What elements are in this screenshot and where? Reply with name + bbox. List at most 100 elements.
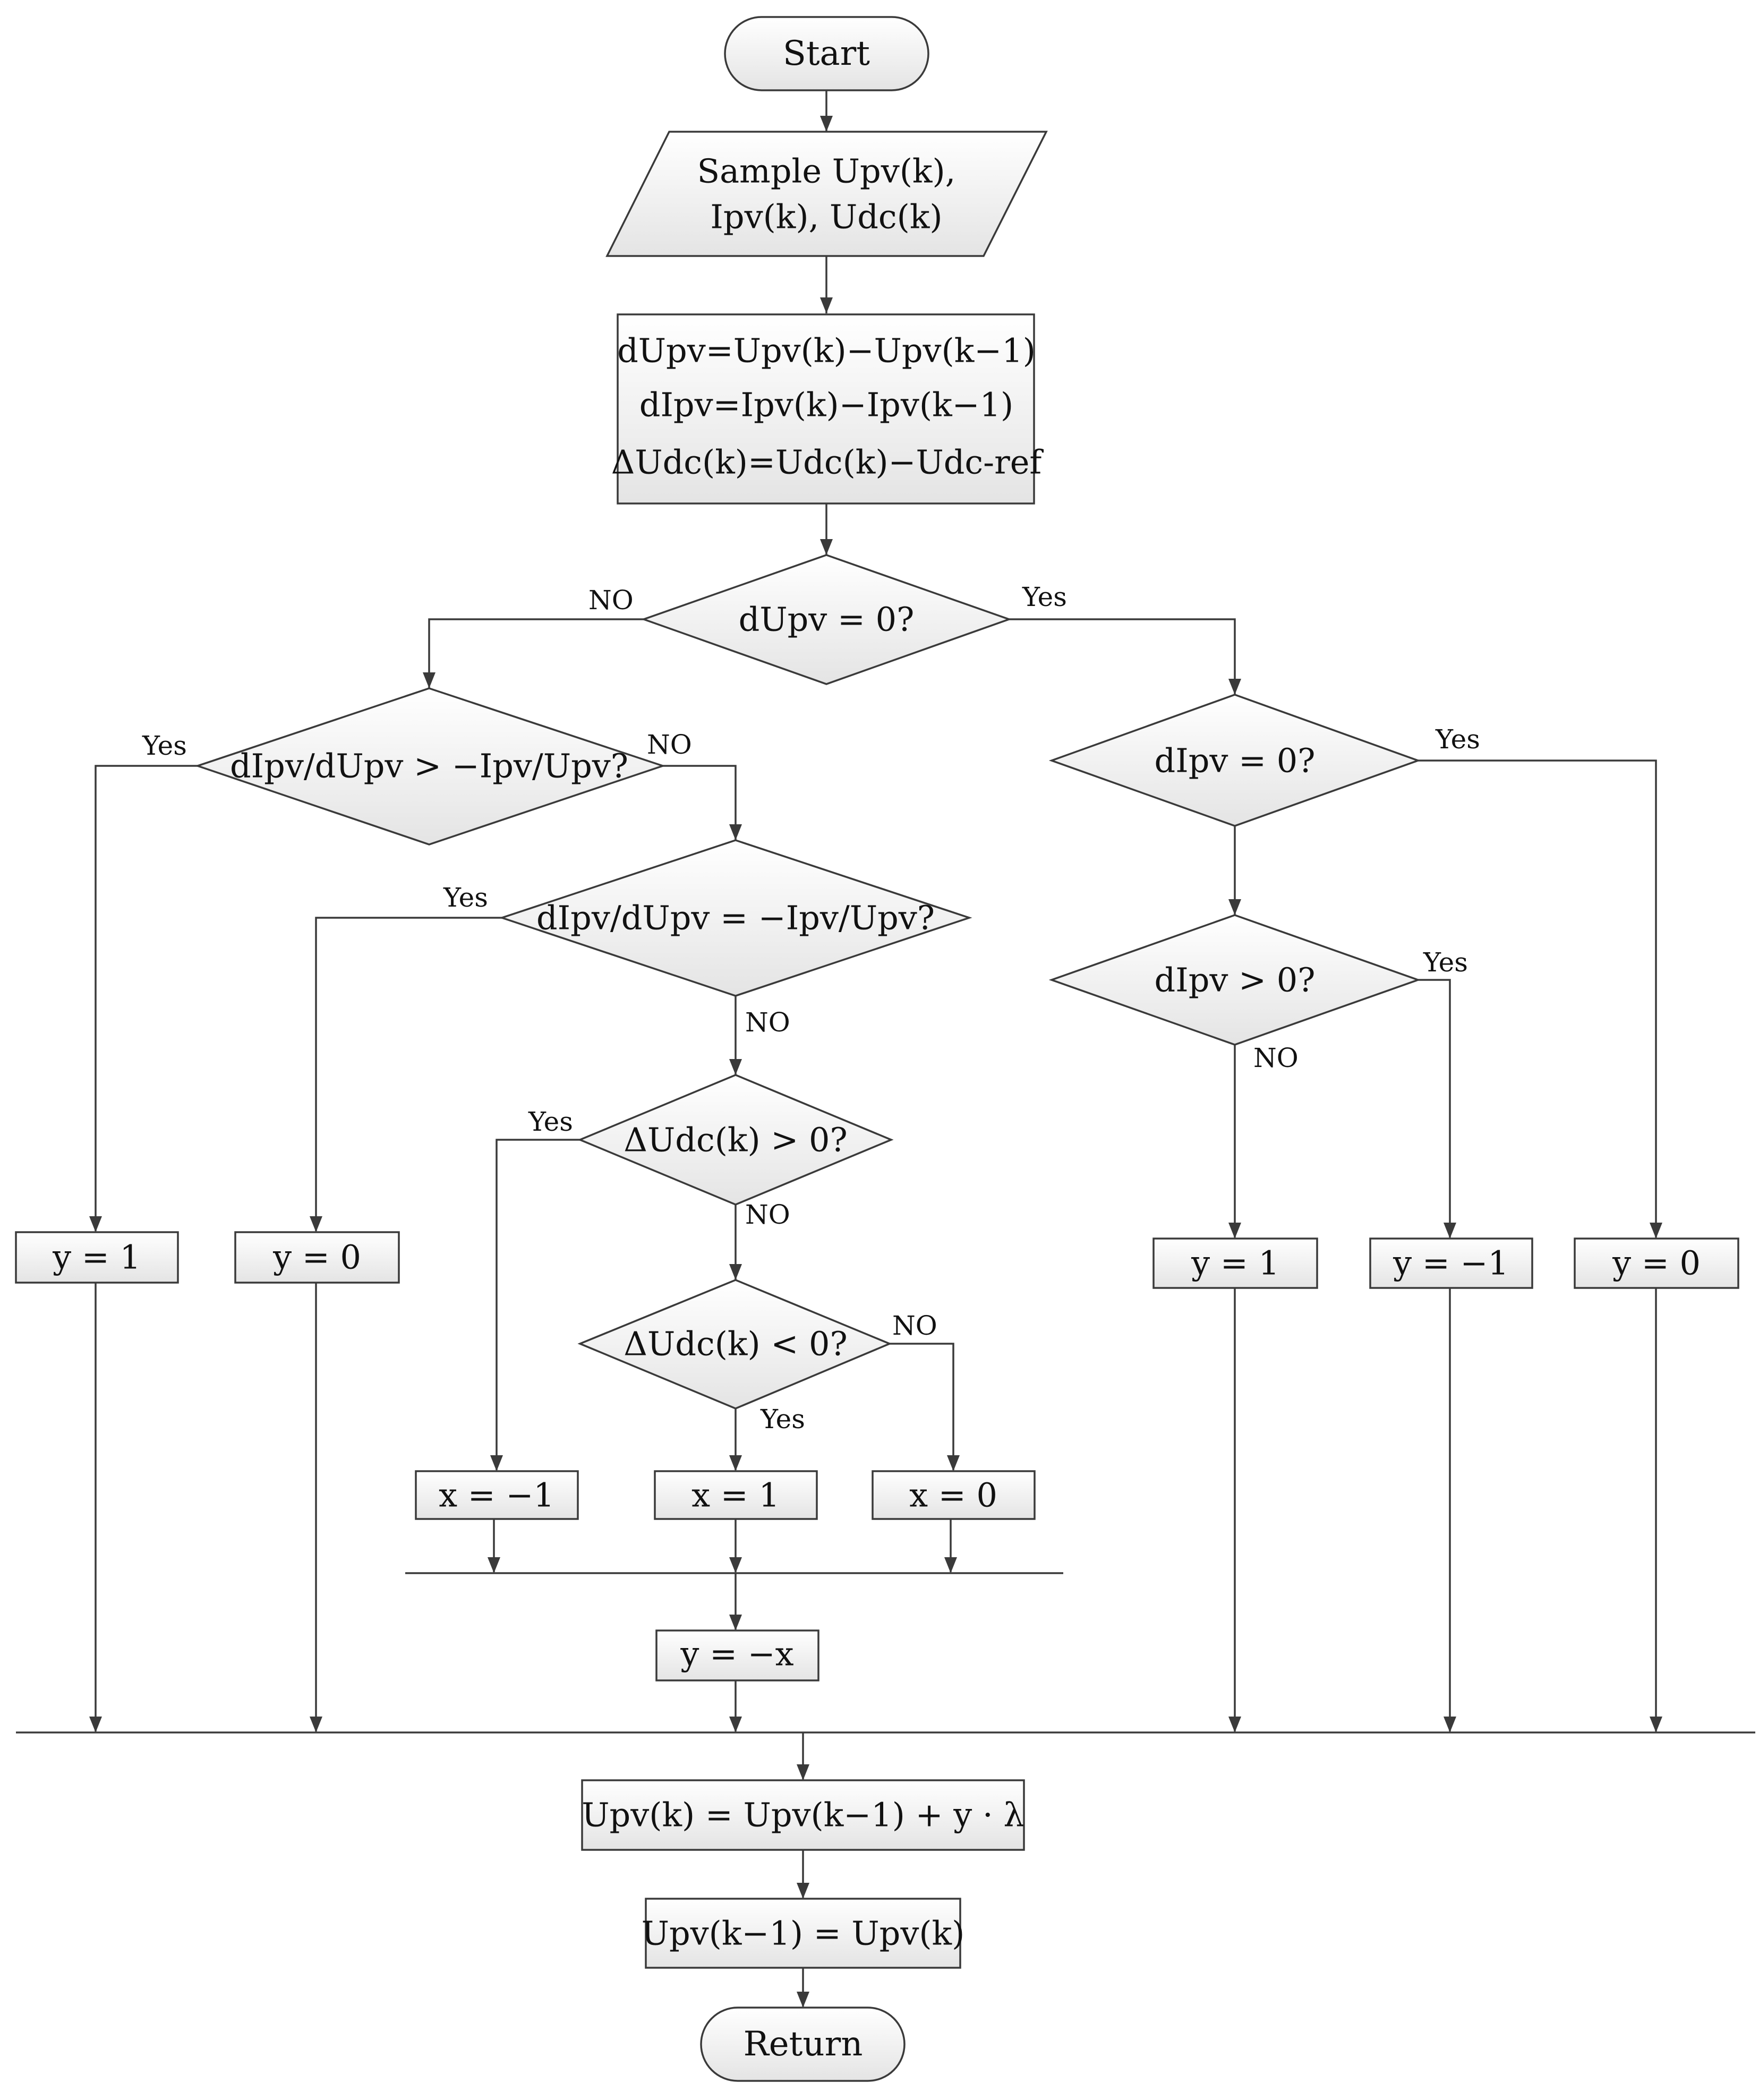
arrowhead <box>729 1557 742 1573</box>
arrowhead <box>729 1264 742 1280</box>
arrowhead <box>729 1615 742 1631</box>
arrowhead <box>1444 1717 1456 1732</box>
d5-no-label: NO <box>892 1310 937 1341</box>
return-label: Return <box>744 2025 863 2064</box>
d6-label: dIpv = 0? <box>1155 741 1316 780</box>
d4-yes-label: Yes <box>528 1106 573 1137</box>
d3-no-label: NO <box>745 1007 790 1038</box>
d1-yes-label: Yes <box>1022 582 1067 612</box>
compute-process <box>617 313 1035 505</box>
store-process <box>645 1898 961 1969</box>
y1-left-label: y = 1 <box>52 1238 141 1277</box>
arrowhead <box>820 539 833 555</box>
x-1-label: x = 1 <box>691 1476 780 1515</box>
arrowhead <box>797 1883 809 1899</box>
decision-d1 <box>641 554 1012 685</box>
d7-label: dIpv > 0? <box>1155 961 1316 1000</box>
arrowhead <box>490 1455 503 1471</box>
d1-label: dUpv = 0? <box>739 600 915 639</box>
sample-io-parallelogram <box>605 131 1048 257</box>
assign-y0-right <box>1574 1237 1739 1289</box>
compute-label-line3: ΔUdc(k)=Udc(k)−Udc-ref <box>611 443 1044 482</box>
d4-label: ΔUdc(k) > 0? <box>624 1121 847 1159</box>
arrowhead <box>1444 1223 1456 1239</box>
arrowhead <box>820 116 833 132</box>
arrowhead <box>89 1216 102 1232</box>
assign-x-neg1 <box>415 1470 579 1520</box>
d1-no-label: NO <box>588 585 634 616</box>
arrowhead <box>729 824 742 840</box>
edge-d1-yes <box>1009 618 1236 695</box>
d6-yes-label: Yes <box>1435 724 1480 755</box>
d2-no-label: NO <box>647 729 692 760</box>
d5-yes-label: Yes <box>760 1404 805 1435</box>
update-process <box>581 1779 1025 1851</box>
arrowhead <box>947 1455 960 1471</box>
store-label: Upv(k−1) = Upv(k) <box>642 1914 965 1953</box>
sample-label-line1: Sample Upv(k), <box>697 152 956 191</box>
d2-label: dIpv/dUpv > −Ipv/Upv? <box>230 747 628 786</box>
edge-d2-no <box>663 765 737 840</box>
yneg1-right-label: y = −1 <box>1393 1244 1509 1283</box>
decision-d2 <box>194 687 666 846</box>
d7-yes-label: Yes <box>1423 947 1468 978</box>
arrowhead <box>1228 899 1241 915</box>
arrowhead <box>1228 1717 1241 1732</box>
arrowhead <box>820 297 833 313</box>
return-terminator <box>700 2007 906 2082</box>
arrowhead <box>729 1455 742 1471</box>
d5-label: ΔUdc(k) < 0? <box>624 1325 847 1363</box>
d2-yes-label: Yes <box>142 730 187 761</box>
arrowhead <box>729 1717 742 1732</box>
decision-d3 <box>499 839 972 997</box>
nodes <box>15 16 1739 2082</box>
d3-label: dIpv/dUpv = −Ipv/Upv? <box>536 899 935 937</box>
arrowhead <box>1228 1223 1241 1239</box>
assign-x-0 <box>872 1470 1036 1520</box>
edge-d2-yes <box>95 765 198 1231</box>
arrowhead <box>89 1717 102 1732</box>
edge-d4-yes <box>496 1139 580 1470</box>
node-text: Start Sample Upv(k), Ipv(k), Udc(k) dUpv… <box>52 34 1701 2064</box>
arrowhead <box>1650 1223 1662 1239</box>
arrowhead <box>944 1557 957 1573</box>
compute-label-line2: dIpv=Ipv(k)−Ipv(k−1) <box>639 386 1014 424</box>
decision-d4 <box>577 1074 894 1206</box>
arrowhead <box>488 1557 500 1573</box>
arrowhead <box>310 1717 322 1732</box>
arrowhead <box>797 1992 809 2008</box>
connectors <box>16 90 1755 2007</box>
arrowhead <box>1650 1717 1662 1732</box>
update-label: Upv(k) = Upv(k−1) + y · λ <box>582 1796 1024 1834</box>
assign-x-1 <box>654 1470 818 1520</box>
start-label: Start <box>783 34 870 73</box>
assign-y0-left <box>234 1231 400 1284</box>
assign-yneg1-right <box>1369 1237 1533 1289</box>
decision-d7 <box>1048 914 1421 1046</box>
compute-label-line1: dUpv=Upv(k)−Upv(k−1) <box>617 331 1036 370</box>
x-neg1-label: x = −1 <box>439 1476 554 1515</box>
arrowhead <box>729 1059 742 1075</box>
edge-d7-yes <box>1418 979 1451 1237</box>
decision-d5 <box>577 1279 892 1410</box>
y0-left-label: y = 0 <box>272 1238 361 1277</box>
d7-no-label: NO <box>1253 1043 1299 1073</box>
d4-no-label: NO <box>745 1199 790 1230</box>
assign-y1-right <box>1152 1237 1318 1289</box>
y0-right-label: y = 0 <box>1612 1244 1701 1283</box>
edge-d3-yes <box>315 917 502 1231</box>
arrowheads <box>89 116 1662 2008</box>
edge-d6-yes <box>1418 759 1657 1237</box>
branch-labels: NO Yes Yes NO Yes NO Yes NO NO Yes Yes Y… <box>142 582 1480 1435</box>
d3-yes-label: Yes <box>443 882 488 913</box>
assign-y-negx <box>655 1629 819 1681</box>
arrowhead <box>797 1764 809 1780</box>
y-negx-label: y = −x <box>680 1635 793 1674</box>
y1-right-label: y = 1 <box>1191 1244 1279 1283</box>
arrowhead <box>1228 679 1241 695</box>
start-terminator <box>724 16 929 91</box>
edge-d1-no <box>428 618 644 688</box>
arrowhead <box>310 1216 322 1232</box>
arrowhead <box>423 672 436 688</box>
